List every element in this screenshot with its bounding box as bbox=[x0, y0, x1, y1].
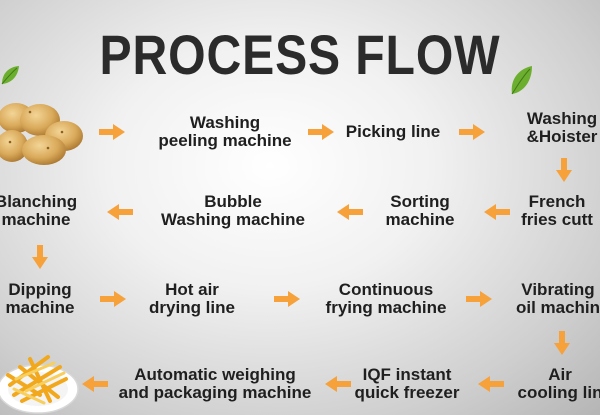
arrow-icon bbox=[478, 376, 504, 392]
step-label-line: Air bbox=[548, 365, 572, 384]
step-label-line: Washing bbox=[189, 113, 261, 132]
potatoes-image bbox=[0, 103, 83, 165]
arrow-icon bbox=[459, 124, 485, 140]
arrow-icon bbox=[274, 291, 300, 307]
step-french-fries-cutter: French fries cutt bbox=[521, 193, 593, 229]
page-title: PROCESS FLOW bbox=[99, 23, 501, 86]
step-label-line: Washing bbox=[526, 109, 598, 128]
step-hot-air-drying: Hot air drying line bbox=[149, 281, 235, 317]
step-label-line: Hot air bbox=[165, 280, 219, 299]
arrow-icon bbox=[32, 245, 48, 269]
arrow-icon bbox=[554, 331, 570, 355]
step-dipping: Dipping machine bbox=[6, 281, 75, 317]
step-label-line: machine bbox=[1, 210, 71, 229]
step-label-line: quick freezer bbox=[354, 383, 460, 402]
step-label-line: Vibrating bbox=[521, 280, 595, 299]
step-washing-peeling: Washing peeling machine bbox=[158, 114, 291, 150]
arrow-icon bbox=[100, 291, 126, 307]
arrow-icon bbox=[337, 204, 363, 220]
step-label-line: fries cutt bbox=[521, 210, 593, 229]
step-vibrating-oil: Vibrating oil machin bbox=[516, 281, 600, 317]
step-label-line: oil machin bbox=[515, 298, 600, 317]
arrow-icon bbox=[556, 158, 572, 182]
step-blanching: Blanching machine bbox=[0, 193, 77, 229]
step-label-line: drying line bbox=[149, 298, 235, 317]
step-label-line: Blanching bbox=[0, 192, 78, 211]
step-label-line: Continuous bbox=[338, 280, 434, 299]
step-label-line: frying machine bbox=[325, 298, 447, 317]
step-label-line: and packaging machine bbox=[118, 383, 312, 402]
step-label-line: machine bbox=[385, 210, 455, 229]
step-picking-line: Picking line bbox=[346, 123, 440, 141]
step-label-line: Dipping bbox=[8, 280, 72, 299]
step-label-line: &Hoister bbox=[526, 127, 598, 146]
step-label-line: machine bbox=[5, 298, 75, 317]
step-label-line: Picking line bbox=[345, 122, 441, 141]
step-label-line: Washing machine bbox=[161, 210, 305, 229]
leaf-icon bbox=[511, 66, 532, 95]
arrow-icon bbox=[308, 124, 334, 140]
arrow-icon bbox=[466, 291, 492, 307]
step-label-line: peeling machine bbox=[158, 131, 292, 150]
step-bubble-washing: Bubble Washing machine bbox=[161, 193, 305, 229]
step-label-line: Automatic weighing bbox=[134, 365, 296, 384]
step-label-line: French bbox=[528, 192, 586, 211]
arrow-icon bbox=[99, 124, 125, 140]
arrow-icon bbox=[325, 376, 351, 392]
step-continuous-frying: Continuous frying machine bbox=[326, 281, 447, 317]
arrow-icon bbox=[484, 204, 510, 220]
step-label-line: Sorting bbox=[390, 192, 450, 211]
step-weighing-packaging: Automatic weighing and packaging machine bbox=[119, 366, 312, 402]
step-air-cooling: Air cooling lin bbox=[518, 366, 600, 402]
step-label-line: cooling lin bbox=[517, 383, 600, 402]
arrow-icon bbox=[82, 376, 108, 392]
step-label-line: Bubble bbox=[204, 192, 262, 211]
leaf-icon bbox=[1, 66, 19, 85]
step-sorting: Sorting machine bbox=[386, 193, 455, 229]
french-fries-plate-image bbox=[0, 355, 79, 414]
step-iqf-freezer: IQF instant quick freezer bbox=[355, 366, 460, 402]
arrow-icon bbox=[107, 204, 133, 220]
step-washing-hoister: Washing &Hoister bbox=[527, 110, 598, 146]
step-label-line: IQF instant bbox=[362, 365, 452, 384]
